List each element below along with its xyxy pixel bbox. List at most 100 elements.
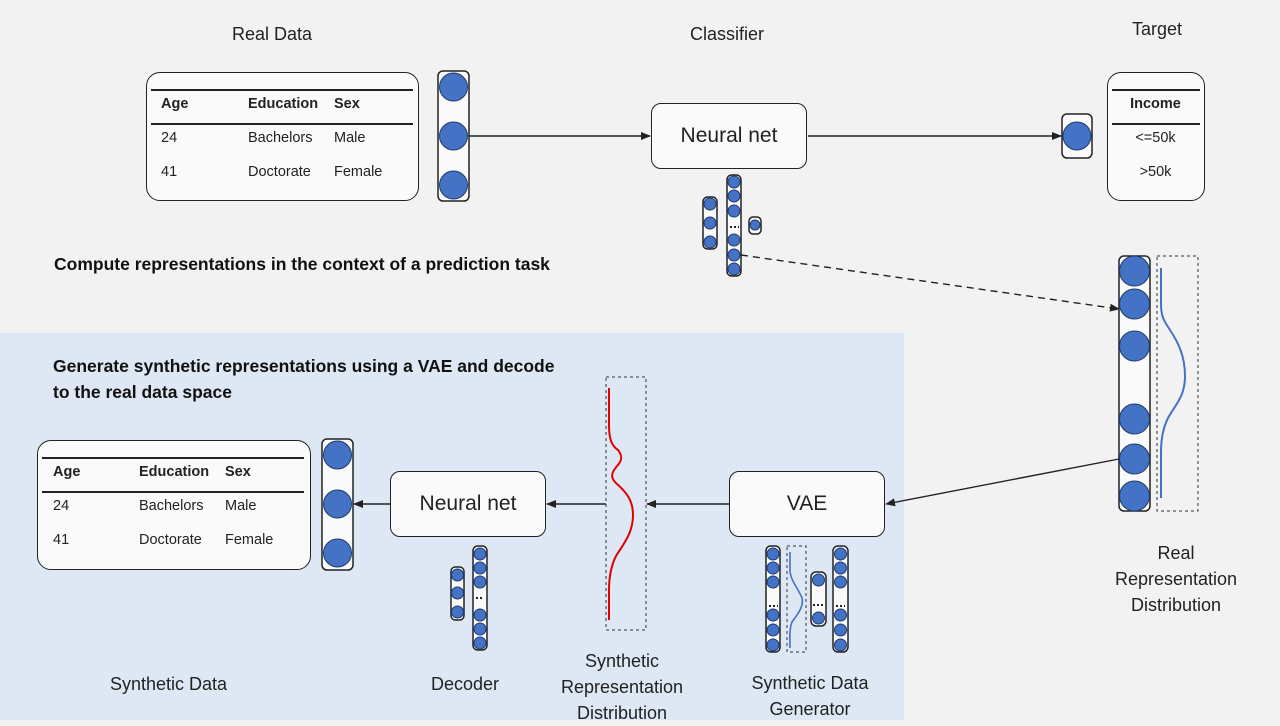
node xyxy=(812,611,825,625)
label-line: Representation xyxy=(1114,569,1238,589)
label-line: Distribution xyxy=(576,703,668,723)
col-age: Age xyxy=(161,96,189,112)
label-line: Representation xyxy=(560,677,684,697)
real-data-label: Real Data xyxy=(232,24,313,44)
synthetic-distribution-curve xyxy=(608,388,635,620)
node xyxy=(766,561,780,575)
table-cell: 24 xyxy=(53,498,70,514)
node xyxy=(703,197,717,211)
node xyxy=(451,586,464,600)
node xyxy=(439,170,468,200)
label-line: Distribution xyxy=(1130,595,1222,615)
node xyxy=(439,72,468,102)
top-heading: Compute representations in the context o… xyxy=(54,254,550,274)
label-line: Synthetic xyxy=(584,651,660,671)
real-representation-distribution-label: Real Representation Distribution xyxy=(1096,540,1256,618)
node xyxy=(727,204,741,218)
label-line: Real xyxy=(1157,543,1195,563)
table-cell: 41 xyxy=(53,532,70,548)
node xyxy=(727,248,741,262)
col-education: Education xyxy=(248,96,319,112)
node xyxy=(323,440,352,470)
node xyxy=(727,233,741,247)
table-cell: 41 xyxy=(161,164,178,180)
synthetic-data-label: Synthetic Data xyxy=(110,674,228,694)
node xyxy=(834,608,847,622)
classifier-neural-net-box: Neural net xyxy=(651,103,807,169)
node xyxy=(1062,121,1092,151)
node xyxy=(766,608,780,622)
node xyxy=(1119,255,1150,287)
synthetic-data-table: Age Education Sex 24 Bachelors Male 41 D… xyxy=(37,440,311,570)
node xyxy=(451,605,464,619)
node xyxy=(323,538,352,568)
label-line: Synthetic Data xyxy=(751,673,869,693)
decoder-neural-net-box: Neural net xyxy=(390,471,546,537)
target-label: Target xyxy=(1132,19,1183,39)
node xyxy=(703,216,717,230)
node xyxy=(727,262,741,276)
node xyxy=(727,189,741,203)
heading-line: to the real data space xyxy=(53,382,232,402)
real-data-table: Age Education Sex 24 Bachelors Male 41 D… xyxy=(146,72,419,201)
node xyxy=(1119,288,1150,320)
node xyxy=(834,561,847,575)
decoder-label: Decoder xyxy=(431,674,500,694)
node xyxy=(766,623,780,637)
node xyxy=(749,219,761,231)
col-income: Income xyxy=(1130,96,1181,112)
col-sex: Sex xyxy=(225,464,251,480)
table-cell: Female xyxy=(225,532,274,548)
node xyxy=(1119,403,1150,435)
node xyxy=(766,638,780,652)
table-cell: Doctorate xyxy=(248,164,311,180)
table-cell: Doctorate xyxy=(139,532,202,548)
table-cell: Male xyxy=(334,130,366,146)
real-distribution-box xyxy=(1156,255,1199,512)
classifier-label: Classifier xyxy=(690,24,765,44)
node xyxy=(439,121,468,151)
node xyxy=(727,175,741,189)
synthetic-data-generator-label: Synthetic Data Generator xyxy=(735,670,885,722)
table-cell: Bachelors xyxy=(139,498,204,514)
table-cell: Male xyxy=(225,498,257,514)
node xyxy=(766,575,780,589)
col-sex: Sex xyxy=(334,96,360,112)
table-cell: Female xyxy=(334,164,383,180)
node xyxy=(703,235,717,249)
node xyxy=(473,547,487,561)
mini-layer xyxy=(810,571,827,627)
node xyxy=(451,568,464,582)
node xyxy=(834,638,847,652)
node xyxy=(1119,330,1150,362)
node xyxy=(473,575,487,589)
dashed-arrow xyxy=(740,254,1120,312)
node xyxy=(473,608,487,622)
node xyxy=(1119,443,1150,475)
real-distribution-curve xyxy=(1160,268,1187,498)
table-cell: Bachelors xyxy=(248,130,313,146)
bottom-heading: Generate synthetic representations using… xyxy=(53,353,554,405)
arrow xyxy=(885,458,1120,507)
node xyxy=(766,547,780,561)
table-cell: <=50k xyxy=(1135,130,1176,146)
generator-distribution-curve xyxy=(789,552,804,649)
node xyxy=(1119,480,1150,512)
node xyxy=(834,547,847,561)
node xyxy=(834,623,847,637)
node xyxy=(473,622,487,636)
node xyxy=(812,573,825,587)
synthetic-distribution-box xyxy=(605,376,647,631)
node xyxy=(473,636,487,650)
node xyxy=(834,575,847,589)
node xyxy=(473,561,487,575)
generator-distribution-box xyxy=(786,545,807,653)
node xyxy=(323,489,352,519)
table-cell: >50k xyxy=(1139,164,1172,180)
col-education: Education xyxy=(139,464,210,480)
table-cell: 24 xyxy=(161,130,178,146)
vae-box: VAE xyxy=(729,471,885,537)
heading-line: Generate synthetic representations using… xyxy=(53,356,555,376)
label-line: Generator xyxy=(769,699,851,719)
